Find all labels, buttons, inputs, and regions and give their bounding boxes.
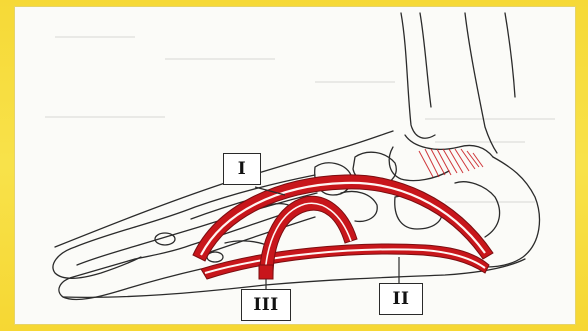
faint-background-text: [45, 37, 555, 202]
arch-lateral-longitudinal: [201, 244, 489, 279]
arch-label-iii: III: [241, 289, 291, 321]
arch-label-i: I: [223, 153, 261, 185]
arch-transverse: [259, 196, 357, 279]
arch-label-i-text: I: [238, 159, 246, 179]
arch-label-ii: II: [379, 283, 423, 315]
foot-arches-diagram: [15, 7, 575, 324]
arch-label-iii-text: III: [253, 295, 278, 315]
illustration-panel: I III II: [14, 6, 576, 325]
arch-label-ii-text: II: [393, 289, 410, 309]
ankle-ligaments: [419, 149, 483, 177]
